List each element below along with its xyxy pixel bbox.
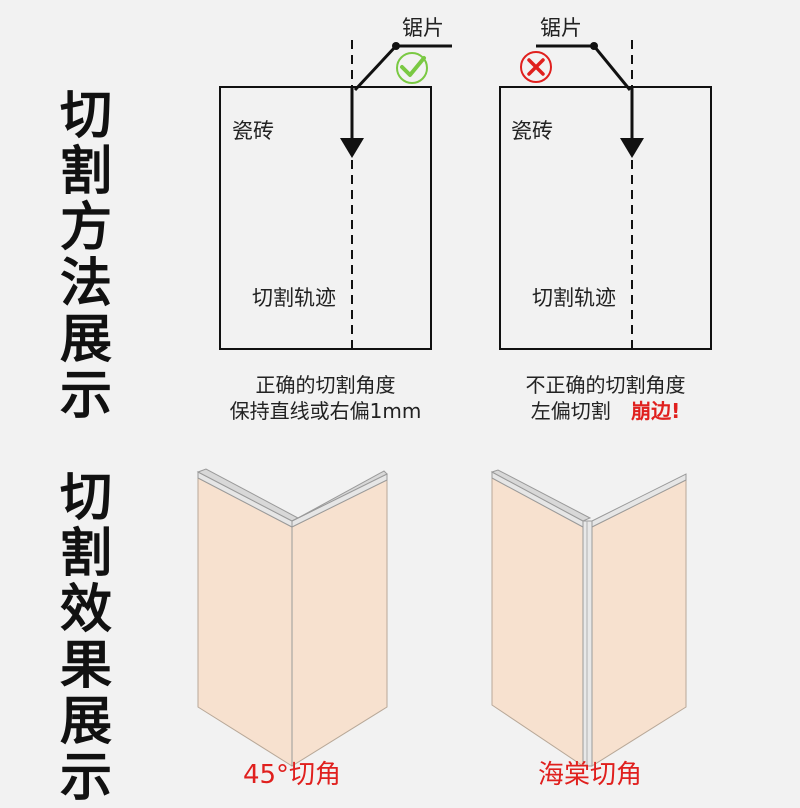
caption-line: 保持直线或右偏1mm [229,399,422,423]
blade-dot [392,42,400,50]
warning-text: 崩边! [631,399,681,423]
track-label: 切割轨迹 [252,286,336,310]
effect-section-title: 切 割 效 果 展 示 [56,470,116,806]
arrow-head [620,138,644,158]
caption-line2: 左偏切割 [530,399,611,423]
title-char: 效 [59,580,112,640]
title-char: 割 [59,524,112,584]
correct-caption: 正确的切割角度 保持直线或右偏1mm [220,372,431,424]
correct-diagram [219,40,452,350]
title-char: 示 [59,366,112,426]
title-char: 法 [59,254,112,314]
title-char: 割 [59,142,112,202]
blade-label: 锯片 [402,16,444,40]
caption-line: 不正确的切割角度 [525,373,686,397]
cross-icon [520,51,552,83]
caption-line: 左偏切割 崩边! [498,398,713,424]
tile-rect [219,86,432,350]
title-char: 切 [59,86,112,146]
arrow-head [340,138,364,158]
wrong-caption: 不正确的切割角度 左偏切割 崩边! [498,372,713,424]
check-icon [396,52,428,84]
corner-45-label: 45°切角 [242,760,342,790]
corner-45-illustration [196,468,388,767]
title-char: 展 [59,692,112,752]
tile-rect [499,86,712,350]
wrong-diagram [499,40,712,350]
tile-label: 瓷砖 [232,119,274,143]
tile-label: 瓷砖 [511,119,553,143]
blade-label: 锯片 [540,16,582,40]
corner-haitang-illustration [490,469,687,767]
method-section-title: 切 割 方 法 展 示 [56,88,116,424]
corner-haitang-label: 海棠切角 [537,760,642,790]
title-char: 果 [59,636,112,696]
title-char: 切 [59,468,112,528]
blade-dot [590,42,598,50]
caption-line: 正确的切割角度 [255,373,396,397]
title-char: 示 [59,748,112,808]
track-label: 切割轨迹 [532,286,616,310]
title-char: 方 [59,198,112,258]
title-char: 展 [59,310,112,370]
